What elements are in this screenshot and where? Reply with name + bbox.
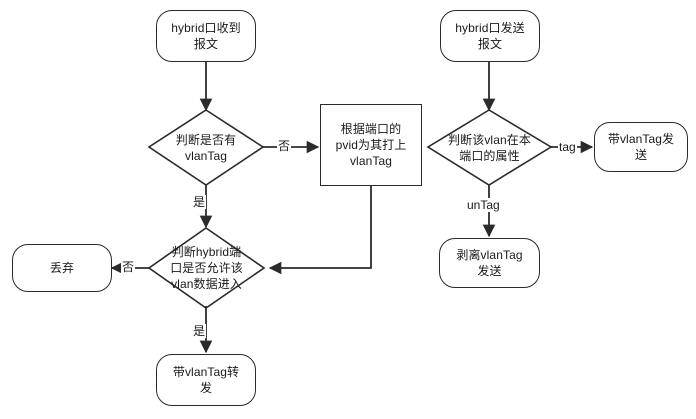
node-discard-label: 丢弃 [49,261,75,275]
node-vlan-attribute-label: 判断该vlan在本 端口的属性 [448,132,531,163]
node-vlan-attribute[interactable]: 判断该vlan在本 端口的属性 [428,110,551,185]
edge-label-yes-to-forward: 是 [192,324,207,338]
edge-pvid-to-allow [268,186,372,275]
node-add-pvid-tag[interactable]: 根据端口的 pvid为其打上 vlanTag [320,104,422,186]
node-recv-start[interactable]: hybrid口收到 报文 [156,10,256,62]
edge-label-untag-branch: unTag [466,198,501,212]
node-forward-with-tag[interactable]: 带vlanTag转 发 [156,354,256,406]
node-send-start-label: hybrid口发送 报文 [455,21,525,51]
node-add-pvid-tag-label: 根据端口的 pvid为其打上 vlanTag [335,122,407,168]
node-send-with-tag-label: 带vlanTag发 送 [607,132,675,162]
node-has-vlantag[interactable]: 判断是否有 vlanTag [149,110,263,185]
node-recv-start-label: hybrid口收到 报文 [171,21,241,51]
node-discard[interactable]: 丢弃 [12,244,112,292]
node-allow-vlan-label: 判断hybrid端 口是否允许该 vlan数据进入 [170,245,243,291]
node-has-vlantag-label: 判断是否有 vlanTag [175,132,237,163]
node-strip-tag-send-label: 剥离vlanTag 发送 [456,248,523,278]
edge-label-no-to-pvid: 否 [277,139,292,153]
node-send-with-tag[interactable]: 带vlanTag发 送 [594,122,688,172]
edge-label-tag-branch: tag [558,140,577,154]
node-send-start[interactable]: hybrid口发送 报文 [440,10,540,62]
edge-label-no-to-discard: 否 [121,260,136,274]
edge-label-yes-to-allow: 是 [192,195,207,209]
node-forward-with-tag-label: 带vlanTag转 发 [172,365,240,395]
node-strip-tag-send[interactable]: 剥离vlanTag 发送 [439,238,540,288]
node-allow-vlan[interactable]: 判断hybrid端 口是否允许该 vlan数据进入 [149,228,264,308]
